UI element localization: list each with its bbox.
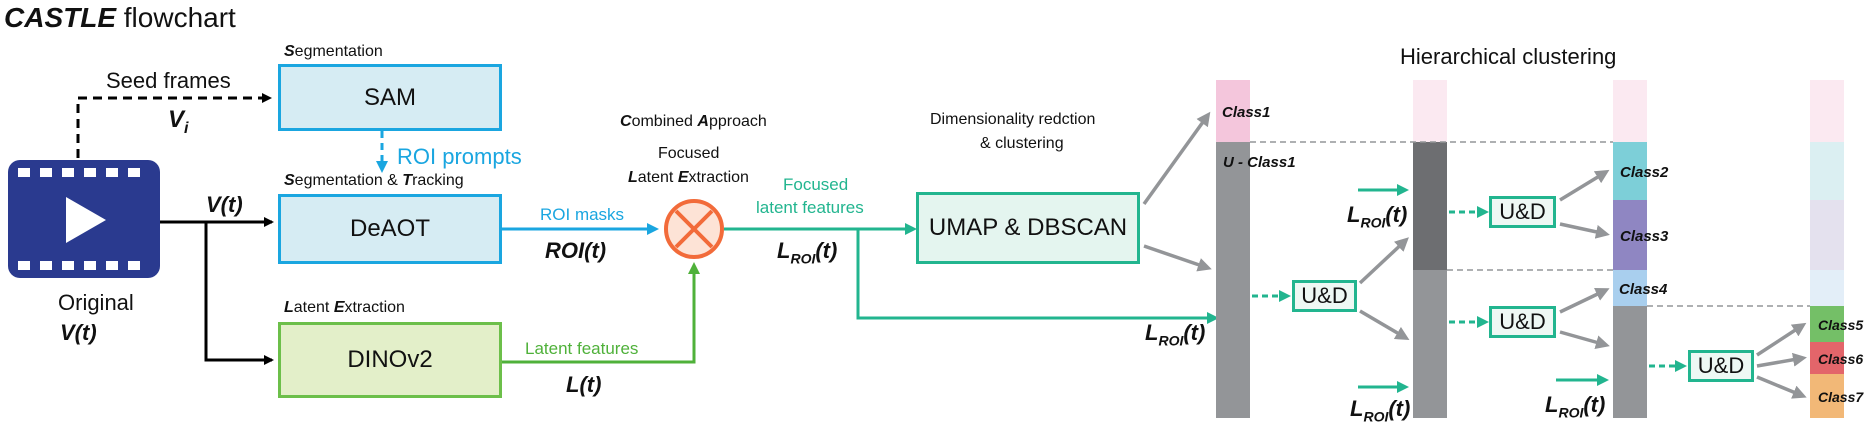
l-t-label: L(t)	[566, 372, 602, 397]
lroi-branch-arrow	[856, 229, 1219, 324]
lroi-label-main: LROI(t)	[777, 238, 838, 267]
seed-frames-var: Vi	[168, 106, 189, 137]
focused-caption-line2: Latent Extraction	[628, 169, 749, 186]
seed-frames-label: Seed frames	[106, 68, 231, 93]
vt-arrows	[160, 217, 274, 365]
ud-box-4: U&D	[1688, 350, 1754, 382]
class6-label: Class6	[1818, 351, 1864, 367]
class4-label: Class4	[1619, 281, 1668, 298]
dimred-caption-line2: & clustering	[980, 135, 1064, 152]
ud-box-1: U&D	[1292, 280, 1357, 312]
umap-dbscan-box: UMAP & DBSCAN	[916, 192, 1140, 264]
combine-operator-icon	[664, 199, 724, 259]
cluster-column-3	[1613, 80, 1647, 418]
lroi-label-col2-top: LROI(t)	[1347, 202, 1408, 231]
latent-extraction-caption: Latent Extraction	[284, 299, 405, 316]
class1-label: Class1	[1222, 104, 1271, 121]
class7-label: Class7	[1818, 389, 1864, 405]
ud-box-3: U&D	[1489, 306, 1556, 338]
deaot-box: DeAOT	[278, 194, 502, 264]
seg-tracking-caption: Segmentation & Tracking	[284, 172, 464, 189]
dinov2-box: DINOv2	[278, 322, 502, 398]
lroi-label-col2-bottom: LROI(t)	[1350, 396, 1411, 425]
lroi-label-col3: LROI(t)	[1545, 392, 1606, 421]
video-var: V(t)	[60, 320, 97, 345]
focused-caption-line1: Focused	[658, 145, 720, 162]
page-title: CASTLE flowchart	[4, 2, 236, 33]
vt-label: V(t)	[206, 192, 243, 217]
class3-label: Class3	[1620, 228, 1669, 245]
roi-prompts-label: ROI prompts	[397, 144, 522, 169]
sam-box: SAM	[278, 64, 502, 131]
roi-t-label: ROI(t)	[545, 238, 607, 263]
hier-clustering-caption: Hierarchical clustering	[1400, 44, 1617, 69]
cluster-column-2	[1413, 80, 1447, 418]
cluster-column-1	[1216, 80, 1250, 418]
video-label: Original	[58, 290, 134, 315]
dimred-caption-line1: Dimensionality redction	[930, 111, 1096, 128]
focused-features-line1: Focused	[783, 175, 849, 194]
segmentation-caption: Segmentation	[284, 43, 383, 60]
class2-label: Class2	[1620, 164, 1669, 181]
latent-features-label: Latent features	[525, 339, 639, 358]
roi-masks-label: ROI masks	[540, 205, 625, 224]
u-class1-label: U - Class1	[1223, 154, 1296, 171]
seed-frames-arrow	[76, 93, 272, 158]
cluster-column-4	[1810, 80, 1844, 418]
latent-features-arrow	[502, 262, 700, 364]
ud-box-2: U&D	[1489, 196, 1556, 228]
video-icon	[8, 160, 160, 278]
combined-approach-caption: Combined Approach	[620, 113, 767, 130]
lroi-label-col1: LROI(t)	[1145, 320, 1206, 349]
focused-features-line2: latent features	[756, 198, 864, 217]
class5-label: Class5	[1818, 317, 1864, 333]
